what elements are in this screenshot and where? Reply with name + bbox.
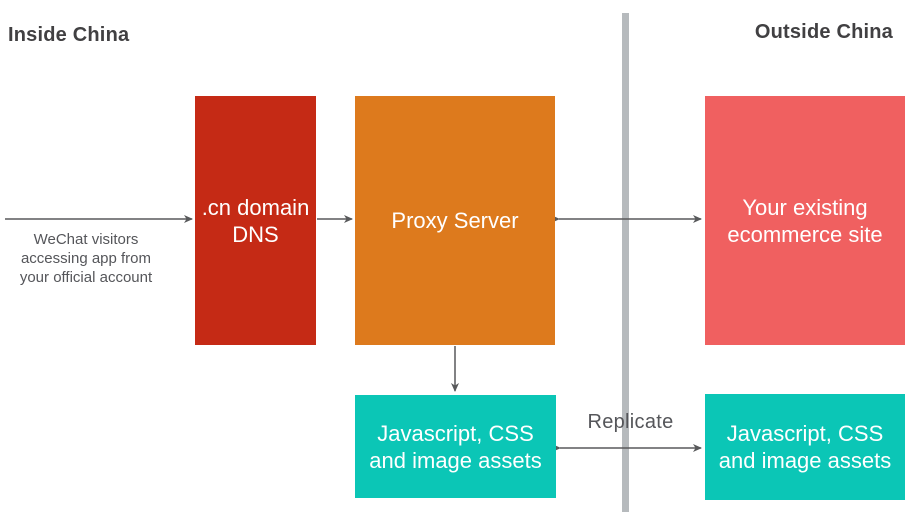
annotation-wechat-visitors-line1: WeChat visitors — [33, 231, 139, 248]
node-assets-outside-label-line1: Javascript, CSS — [726, 421, 884, 446]
node-assets-outside-label-line2: and image assets — [718, 448, 892, 473]
node-cn-domain-dns-label-line2: DNS — [232, 221, 279, 247]
node-proxy-server: Proxy Server — [355, 96, 555, 345]
node-cn-domain-dns: .cn domain DNS — [195, 96, 316, 345]
node-assets-inside-label-line1: Javascript, CSS — [377, 420, 534, 446]
node-existing-ecommerce-site: Your existing ecommerce site — [705, 96, 905, 345]
region-label-outside-china: Outside China — [754, 21, 893, 43]
region-label-inside-china: Inside China — [8, 24, 130, 46]
node-cn-domain-dns-label-line1: .cn domain — [201, 194, 310, 220]
annotation-wechat-visitors-line2: accessing app from — [20, 250, 152, 267]
node-assets-inside-label-line2: and image assets — [369, 447, 542, 473]
node-assets-outside-china: Javascript, CSS and image assets — [705, 394, 905, 500]
node-existing-ecommerce-site-label-line1: Your existing — [742, 194, 868, 220]
china-border-divider — [622, 13, 629, 512]
annotation-wechat-visitors: WeChat visitors accessing app from your … — [0, 230, 172, 287]
node-assets-inside-china: Javascript, CSS and image assets — [355, 395, 556, 498]
node-existing-ecommerce-site-label-line2: ecommerce site — [727, 221, 883, 247]
annotation-replicate: Replicate — [587, 411, 674, 433]
node-proxy-server-label: Proxy Server — [391, 208, 519, 233]
annotation-wechat-visitors-line3: your official account — [19, 269, 153, 286]
